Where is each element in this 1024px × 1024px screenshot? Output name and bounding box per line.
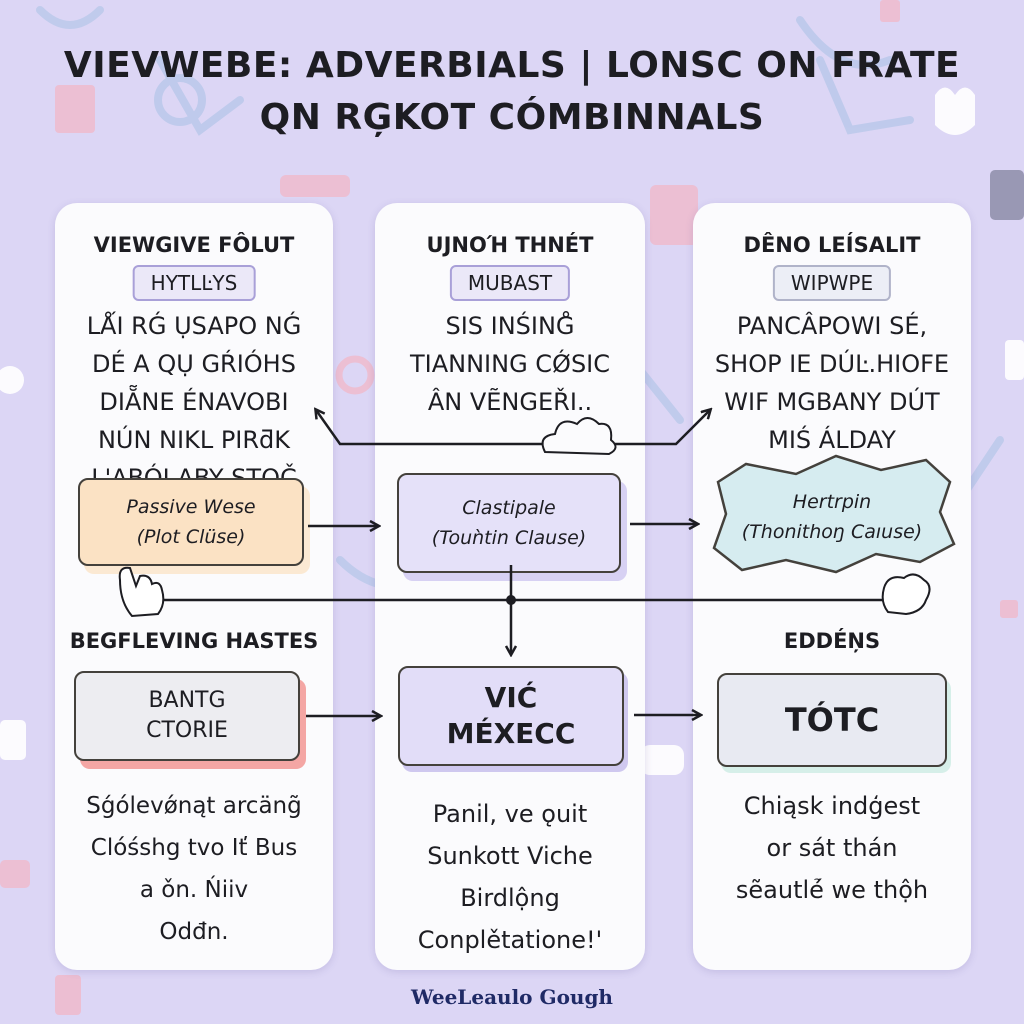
column-panel-2: UJNOΉ THNÉT MUBAST SIS INŚING̊ TIANNING … [375, 203, 645, 970]
column-text-3: PANCÂPOWI SÉ, SHOP IE DÚĿ.HIOFE WIF MGBA… [693, 307, 971, 459]
bottom-text-2: Panil, ve ǫuit Sunkott Viche Birdlộng Co… [375, 793, 645, 961]
bottom-text-3: Chiąsk indģest or sát thán sẽautlẻ́ we t… [693, 785, 971, 911]
title-line-2: QN RĢKOT CÓMBINNALS [259, 97, 765, 138]
lower-box-1: BANTG CTORIE [74, 671, 300, 761]
clause-box-main: Clastipale (Touǹtin Clause) [397, 473, 621, 573]
text-line: DÉ A QỤ GŔIÓHS [92, 350, 296, 378]
lower-box-3: TÓTC [717, 673, 947, 767]
text-line: SIS INŚING̊ [445, 312, 575, 340]
clause-box-conditional: Hertrpin (Thonithoŋ Caıuse) [716, 466, 948, 568]
text-line: Chiąsk indģest [743, 792, 921, 820]
row-label-left: BEGFLEVING HASTES [69, 629, 319, 653]
column-text-2: SIS INŚING̊ TIANNING CǾSIC ÂN VẼNGEŘI.. [375, 307, 645, 421]
column-panel-1: VIEWGIVE FÔLUT HYTLĿYS LǺI RǴ ỤSAPO NǴ D… [55, 203, 333, 970]
clause-line: Hertrpin [792, 491, 872, 513]
box-line: MÉXECC [446, 717, 576, 750]
text-line: Panil, ve ǫuit [432, 800, 588, 828]
title-line-1: VIEVWEBE: ADVERBIALS | LONSC ON FRATE [63, 45, 961, 86]
text-line: Conplětatione!' [417, 926, 603, 954]
column-tag-1: HYTLĿYS [132, 265, 256, 301]
column-heading-2: UJNOΉ THNÉT [426, 233, 594, 257]
loop-doodle-icon [36, 6, 104, 29]
popcorn-doodle-icon [55, 85, 95, 133]
column-tag-3: WIPWPE [772, 265, 892, 301]
column-heading-1: VIEWGIVE FÔLUT [93, 233, 295, 257]
text-line: Sunkott Viche [427, 842, 593, 870]
clause-box-passive: Passive Wese (Plot Clüse) [78, 478, 304, 566]
bike-doodle-icon [156, 56, 244, 136]
column-panel-3: DÊNO LEÍSALIT WIPWPE PANCÂPOWI SÉ, SHOP … [693, 203, 971, 970]
clause-line: (Touǹtin Clause) [431, 527, 587, 549]
signature: WeeLeaulo Gough [411, 985, 613, 1009]
text-line: PANCÂPOWI SÉ, [736, 312, 928, 340]
torn-paper-shape [712, 454, 956, 574]
text-line: Odđn. [159, 919, 229, 945]
text-line: TIANNING CǾSIC [409, 350, 611, 378]
row-label-right: EDDÉŅS [783, 629, 881, 653]
text-line: ÂN VẼNGEŘI.. [427, 388, 593, 416]
text-line: MIŚ ÁLDAY [768, 426, 896, 454]
text-line: a ǒn. Ńiiv [139, 877, 249, 903]
column-text-1: LǺI RǴ ỤSAPO NǴ DÉ A QỤ GŔIÓHS DIẴNE ÉNA… [55, 307, 333, 497]
text-line: LǺI RǴ ỤSAPO NǴ [86, 312, 302, 340]
text-line: SHOP IE DÚĿ.HIOFE [714, 350, 950, 378]
column-tag-2: MUBAST [449, 265, 571, 301]
text-line: WIF MGBANY DÚT [724, 388, 940, 416]
clause-line: (Thonithoŋ Caıuse) [741, 521, 923, 543]
page-title: VIEVWEBE: ADVERBIALS | LONSC ON FRATE QN… [0, 40, 1024, 144]
text-line: NÚN NIKL PIRƌK [97, 426, 291, 454]
clause-line: Clastipale [462, 497, 556, 519]
text-line: Clóśshg tvo Iť Bus [90, 835, 298, 861]
box-line: TÓTC [784, 701, 880, 739]
text-line: sẽautlẻ́ we thộh [735, 876, 929, 904]
text-line: or sát thán [766, 834, 898, 862]
column-heading-3: DÊNO LEÍSALIT [743, 233, 921, 257]
hand-doodle-icon [935, 87, 975, 135]
lower-box-2: VIĆ MÉXECC [398, 666, 624, 766]
box-line: BANTG [148, 688, 226, 713]
box-line: CTORIE [146, 718, 228, 743]
camera-doodle-icon [990, 170, 1024, 220]
text-line: Sǵólevǿnąt arcäng̃ [86, 793, 302, 819]
clause-line: Passive Wese [126, 496, 256, 518]
clause-line: (Plot Clüse) [136, 526, 246, 548]
bottom-text-1: Sǵólevǿnąt arcäng̃ Clóśshg tvo Iť Bus a … [55, 785, 333, 953]
box-line: VIĆ [484, 681, 538, 714]
text-line: DIẴNE ÉNAVOBI [99, 388, 289, 416]
text-line: Birdlộng [460, 884, 560, 912]
